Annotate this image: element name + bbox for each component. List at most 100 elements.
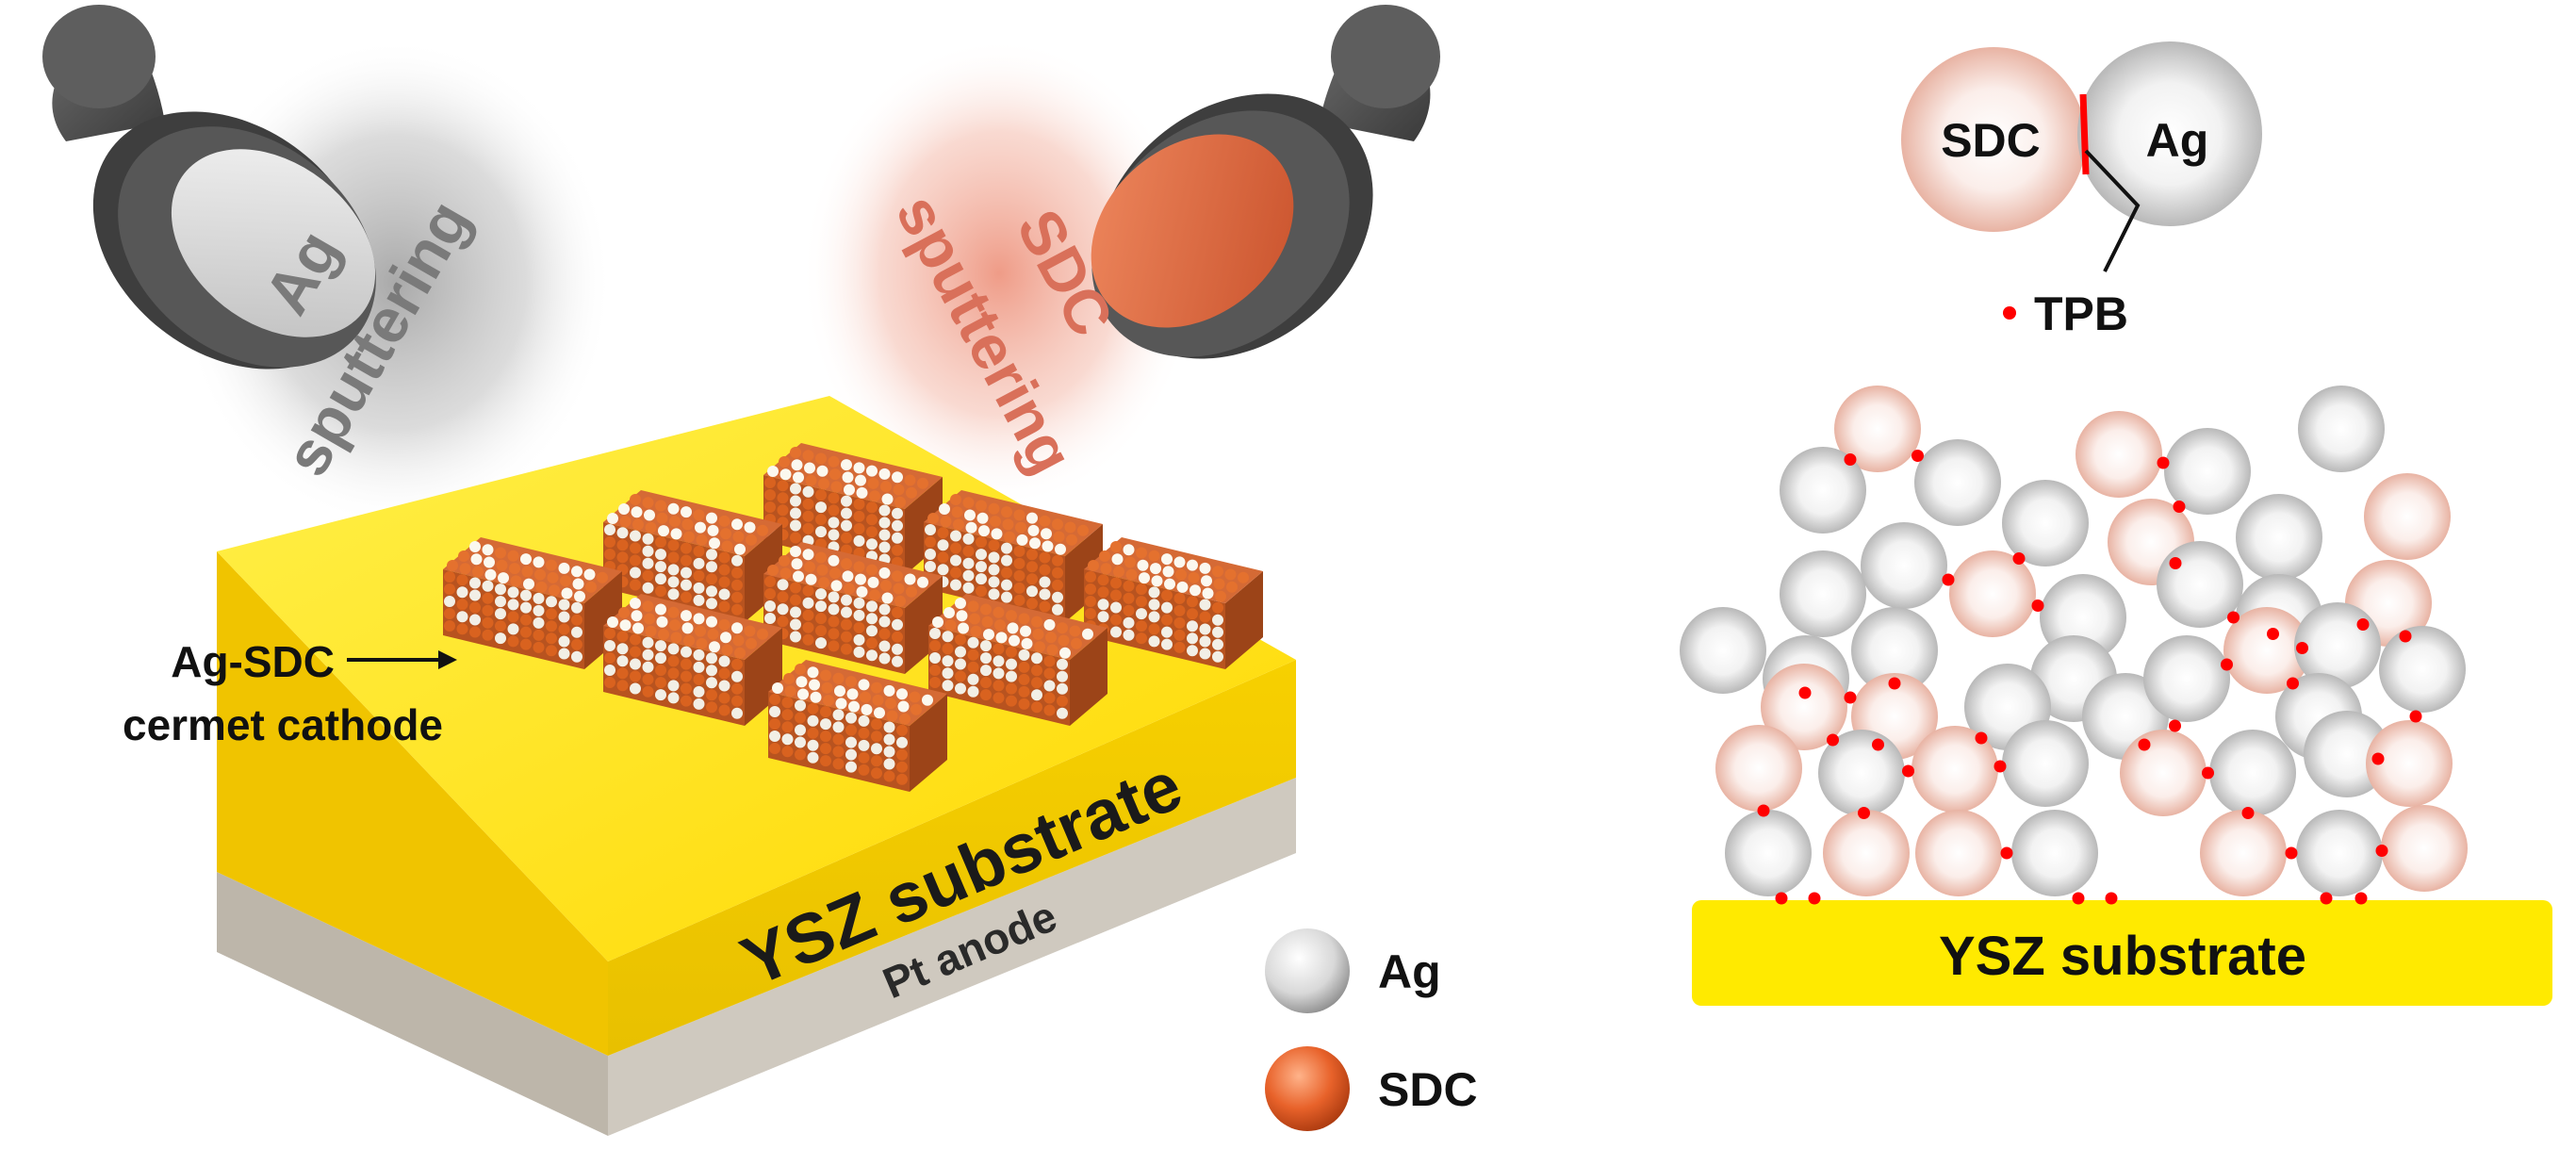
sdc-atom (495, 547, 506, 559)
inset-ag-particle (2077, 41, 2262, 226)
sdc-atom (630, 542, 641, 554)
ag-atom (706, 561, 717, 573)
sdc-atom (976, 585, 987, 598)
sdc-atom (1039, 551, 1051, 564)
ag-atom (805, 573, 817, 585)
sdc-atom (929, 665, 941, 676)
sdc-atom (549, 584, 560, 597)
sdc-atom (871, 767, 882, 780)
ag-atom (655, 689, 666, 701)
sdc-atom (458, 550, 469, 562)
sdc-atom (1039, 515, 1051, 527)
ag-atom (1164, 578, 1175, 590)
ag-atom (520, 601, 532, 614)
ag-atom (1212, 650, 1223, 663)
ysz-left-face (217, 551, 608, 1056)
ag-atom (853, 609, 865, 621)
ag-atom (482, 544, 494, 556)
ag-atom (1057, 682, 1068, 695)
sdc-atom (1085, 608, 1096, 619)
sdc-particle (1761, 664, 1847, 750)
ag-atom (482, 580, 494, 592)
ag-atom (791, 558, 803, 570)
sdc-atom (1136, 583, 1147, 596)
sdc-atom (695, 625, 706, 637)
cathode-label-line1: Ag-SDC (171, 637, 335, 686)
sdc-atom (482, 604, 494, 616)
tpb-dot (1888, 677, 1901, 690)
ag-atom (807, 751, 819, 764)
sdc-atom (820, 731, 831, 743)
ag-atom (616, 643, 629, 655)
ag-atom (950, 530, 961, 542)
ag-atom (892, 655, 903, 667)
sdc-atom (1187, 608, 1198, 620)
sdc-atom (547, 571, 559, 583)
sdc-atom (1069, 625, 1081, 637)
sdc-atom (597, 571, 608, 583)
sdc-atom (781, 709, 794, 721)
ag-atom (706, 585, 717, 598)
sdc-atom (495, 620, 506, 632)
ag-atom (632, 622, 644, 634)
sdc-atom (546, 620, 557, 632)
ag-atom (866, 649, 878, 662)
ag-atom (1018, 649, 1030, 661)
ag-atom (558, 635, 570, 648)
ag-atom (861, 703, 873, 715)
tpb-dot (1872, 738, 1884, 751)
ag-particle (1780, 550, 1866, 637)
sdc-atom (858, 751, 870, 764)
ag-atom (1001, 591, 1012, 603)
sdc-atom (683, 634, 695, 647)
sdc-atom (832, 746, 845, 758)
sdc-atom (1052, 579, 1063, 591)
ag-atom (1187, 559, 1198, 571)
ag-atom (1148, 599, 1160, 611)
ag-particle (2164, 428, 2251, 515)
sdc-atom (718, 551, 730, 564)
sdc-atom (892, 570, 903, 583)
ag-atom (667, 692, 680, 704)
ag-atom (980, 652, 992, 665)
ag-atom (1043, 680, 1056, 692)
sdc-atom (860, 691, 871, 703)
tpb-dot (1808, 892, 1821, 905)
sdc-atom (1088, 560, 1099, 571)
sdc-atom (953, 518, 964, 531)
ag-atom (1082, 628, 1093, 640)
sdc-atom (619, 516, 632, 528)
sdc-atom (866, 514, 878, 526)
sdc-atom (507, 635, 519, 648)
ag-atom (807, 666, 819, 679)
sdc-atom (1026, 573, 1038, 585)
sdc-atom (1226, 581, 1238, 593)
sdc-atom (642, 600, 654, 613)
ag-atom (456, 586, 468, 599)
ag-atom (720, 632, 731, 644)
ag-atom (845, 748, 857, 761)
sdc-atom (892, 606, 903, 618)
sdc-atom (1085, 571, 1096, 583)
sdc-atom (681, 542, 692, 554)
ag-atom (925, 549, 936, 560)
sdc-atom (871, 682, 882, 694)
sdc-atom (841, 558, 852, 570)
ag-atom (856, 585, 868, 598)
ag-atom (892, 643, 903, 655)
sdc-atom (718, 618, 730, 631)
sdc-atom (1043, 655, 1056, 667)
sdc-atom (845, 724, 857, 736)
ag-atom (991, 528, 1003, 540)
ag-atom (667, 502, 680, 515)
ag-atom (574, 590, 585, 602)
ag-atom (883, 758, 895, 770)
sdc-atom (777, 480, 789, 492)
sdc-atom (744, 625, 756, 637)
ag-atom (1021, 637, 1033, 649)
sdc-particle (2200, 810, 2287, 896)
ag-atom (853, 646, 865, 658)
sdc-atom (906, 585, 917, 598)
tpb-dot (1942, 573, 1955, 586)
ag-atom (693, 582, 705, 594)
